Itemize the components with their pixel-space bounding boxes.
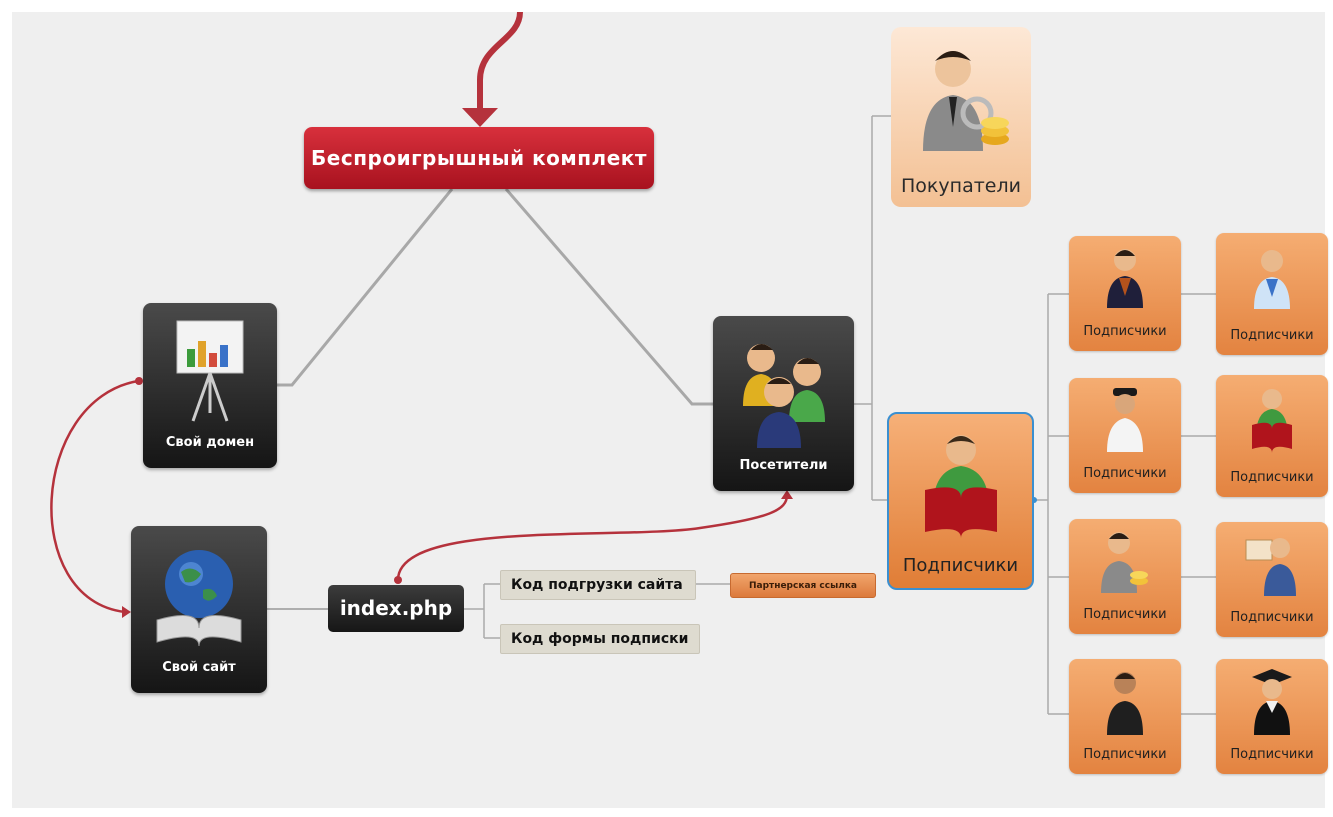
businessman-icon (1101, 532, 1148, 593)
reader-icon (1252, 389, 1292, 453)
site-node[interactable]: Свой сайт (131, 526, 267, 693)
subscriber-node-5[interactable]: Подписчики (1069, 519, 1181, 634)
root-to-visitors-line (504, 188, 713, 406)
subscriber-label-6: Подписчики (1230, 610, 1314, 625)
form-code-tag[interactable]: Код формы подписки (500, 624, 700, 654)
subscribers-label: Подписчики (902, 555, 1019, 576)
subscribers-branch-lines (1034, 293, 1069, 715)
site-connector-arrow (122, 606, 131, 618)
index-connector-dot (394, 576, 402, 584)
small-pair-lines (1181, 293, 1216, 715)
index-node[interactable]: index.php (328, 585, 464, 632)
load-code-tag[interactable]: Код подгрузки сайта (500, 570, 696, 600)
subscriber-node-3[interactable]: Подписчики (1069, 378, 1181, 493)
subscriber-node-6[interactable]: Подписчики (1216, 522, 1328, 637)
index-visitors-connector (396, 494, 789, 581)
subscribers-node[interactable]: Подписчики (887, 412, 1034, 590)
incoming-arrow (462, 108, 498, 127)
subscriber-node-7[interactable]: Подписчики (1069, 659, 1181, 774)
subscriber-node-8[interactable]: Подписчики (1216, 659, 1328, 774)
presenter-icon (1245, 538, 1296, 596)
person-icon (1107, 249, 1143, 308)
businessman-coins-icon (923, 51, 1009, 151)
officer-icon (1107, 388, 1143, 452)
presentation-board-icon (176, 320, 244, 422)
subscriber-label-2: Подписчики (1230, 328, 1314, 343)
graduate-icon (1252, 669, 1292, 735)
index-to-tags-line (464, 583, 500, 639)
visitors-branch-lines (854, 115, 891, 501)
subscriber-node-4[interactable]: Подписчики (1216, 375, 1328, 497)
root-label: Беспроигрышный комплект (311, 146, 647, 170)
root-to-domain-line (277, 188, 454, 387)
visitors-node[interactable]: Посетители (713, 316, 854, 491)
visitors-connector-arrow (781, 490, 793, 499)
domain-site-connector (50, 379, 139, 614)
subscriber-label-4: Подписчики (1230, 470, 1314, 485)
subscriber-label-8: Подписчики (1230, 747, 1314, 762)
subscriber-label-1: Подписчики (1083, 324, 1167, 339)
doctor-icon (1254, 250, 1290, 309)
reader-book-icon (925, 435, 997, 538)
visitors-label: Посетители (739, 458, 828, 473)
globe-book-icon (156, 550, 242, 647)
group-people-icon (743, 344, 825, 448)
partner-link-tag[interactable]: Партнерская ссылка (730, 573, 876, 598)
subscriber-node-2[interactable]: Подписчики (1216, 233, 1328, 355)
index-label: index.php (339, 596, 453, 620)
site-label: Свой сайт (162, 660, 236, 675)
subscriber-label-7: Подписчики (1083, 747, 1167, 762)
buyers-node[interactable]: Покупатели (891, 27, 1031, 207)
root-node[interactable]: Беспроигрышный комплект (304, 127, 654, 189)
buyers-label: Покупатели (901, 175, 1021, 197)
subscriber-node-1[interactable]: Подписчики (1069, 236, 1181, 351)
incoming-connector (477, 11, 523, 112)
domain-node[interactable]: Свой домен (143, 303, 277, 468)
domain-label: Свой домен (165, 435, 255, 450)
man-suit-icon (1107, 672, 1143, 735)
domain-connector-dot (135, 377, 143, 385)
subscriber-label-3: Подписчики (1083, 466, 1167, 481)
subscriber-label-5: Подписчики (1083, 607, 1167, 622)
